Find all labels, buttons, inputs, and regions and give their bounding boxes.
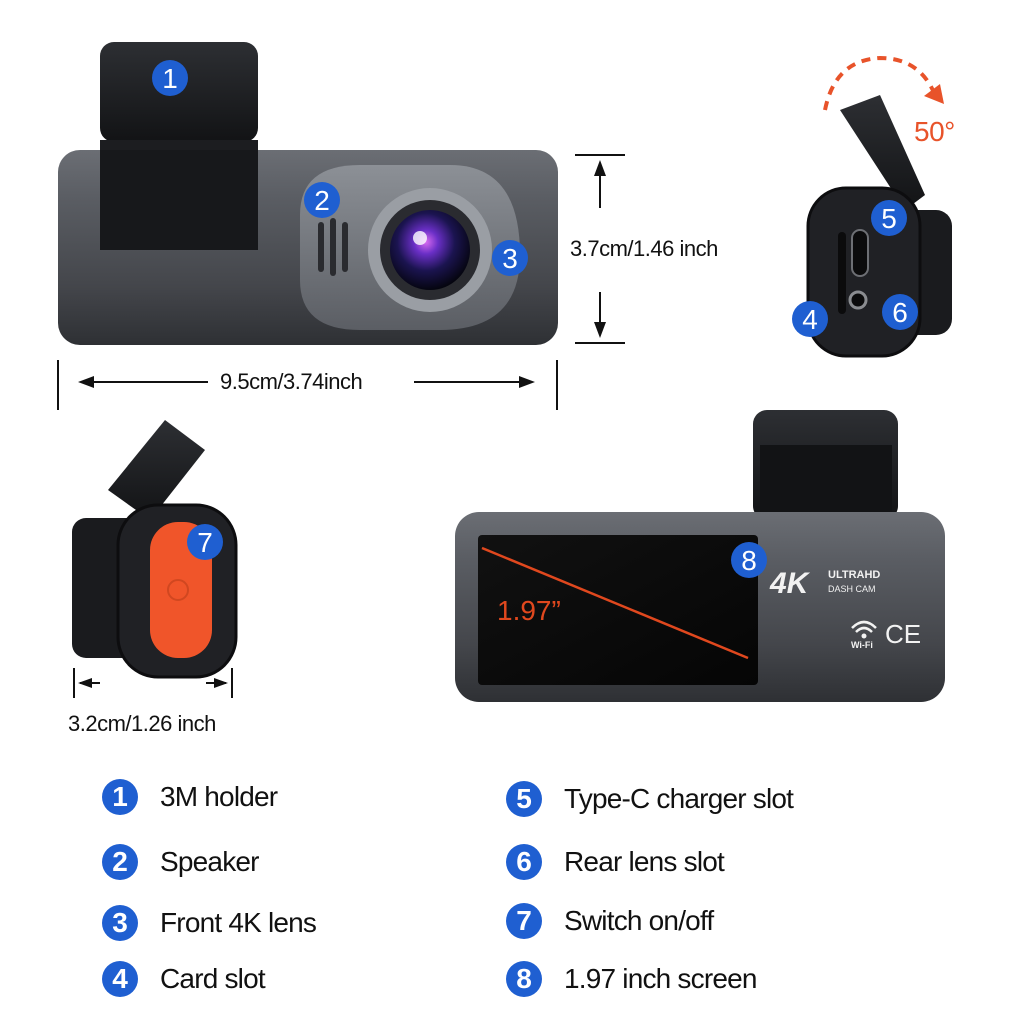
legend-label: Front 4K lens	[160, 907, 317, 938]
marker-4: 4	[792, 301, 828, 337]
width-dimension-label: 9.5cm/3.74inch	[220, 369, 363, 394]
legend-label: Rear lens slot	[564, 846, 725, 877]
brand-ultrahd: ULTRAHD	[828, 569, 880, 581]
brand-4k: 4K	[769, 567, 811, 600]
marker-2: 2	[304, 182, 340, 218]
legend-label: Card slot	[160, 963, 266, 994]
rear-screen-view: 8 1.97” 4K ULTRAHD DASH CAM Wi-Fi CE	[455, 410, 945, 702]
svg-text:6: 6	[892, 297, 908, 328]
wifi-icon	[851, 620, 877, 633]
legend-item: 3 Front 4K lens	[102, 903, 317, 943]
legend-number: 4	[102, 961, 138, 997]
svg-text:5: 5	[881, 203, 897, 234]
legend-number: 5	[506, 781, 542, 817]
svg-text:2: 2	[314, 185, 330, 216]
svg-text:1: 1	[162, 63, 178, 94]
legend-number: 2	[102, 844, 138, 880]
legend-item: 6 Rear lens slot	[506, 842, 725, 882]
front-view: 1 2 3	[57, 42, 625, 410]
legend-label: 3M holder	[160, 781, 278, 812]
width-dimension	[57, 360, 558, 410]
switch-side-view: 7	[72, 420, 238, 698]
legend-item: 1 3M holder	[102, 777, 278, 817]
legend-item: 7 Switch on/off	[506, 901, 714, 941]
legend-number: 6	[506, 844, 542, 880]
legend-label: Switch on/off	[564, 905, 714, 936]
legend-number: 1	[102, 779, 138, 815]
legend-item: 4 Card slot	[102, 959, 266, 999]
depth-dimension-label: 3.2cm/1.26 inch	[68, 711, 216, 736]
svg-text:8: 8	[741, 545, 757, 576]
marker-5: 5	[871, 200, 907, 236]
lens-glass	[390, 210, 470, 290]
legend-label: 1.97 inch screen	[564, 963, 757, 994]
legend-number: 8	[506, 961, 542, 997]
marker-3: 3	[492, 240, 528, 276]
wifi-label: Wi-Fi	[851, 640, 873, 650]
legend-item: 2 Speaker	[102, 842, 260, 882]
legend-item: 5 Type-C charger slot	[506, 779, 794, 819]
height-dimension-label: 3.7cm/1.46 inch	[570, 236, 718, 261]
svg-text:3: 3	[502, 243, 518, 274]
marker-1: 1	[152, 60, 188, 96]
svg-text:7: 7	[197, 527, 213, 558]
marker-7: 7	[187, 524, 223, 560]
rotation-arrow	[823, 55, 937, 111]
legend-item: 8 1.97 inch screen	[506, 959, 757, 999]
marker-6: 6	[882, 294, 918, 330]
legend-number: 7	[506, 903, 542, 939]
svg-text:4: 4	[802, 304, 818, 335]
screen-diagonal	[481, 546, 749, 660]
lcd-screen	[478, 535, 758, 685]
legend-label: Speaker	[160, 846, 260, 877]
screen-size-label: 1.97”	[497, 595, 561, 626]
ce-mark: CE	[885, 619, 921, 649]
rotation-angle-label: 50°	[914, 116, 955, 147]
legend-label: Type-C charger slot	[564, 783, 794, 814]
marker-8: 8	[731, 542, 767, 578]
brand-dashcam: DASH CAM	[828, 584, 876, 594]
legend-number: 3	[102, 905, 138, 941]
speaker-grille	[318, 218, 348, 276]
port-side-view: 4 5 6	[792, 55, 952, 358]
